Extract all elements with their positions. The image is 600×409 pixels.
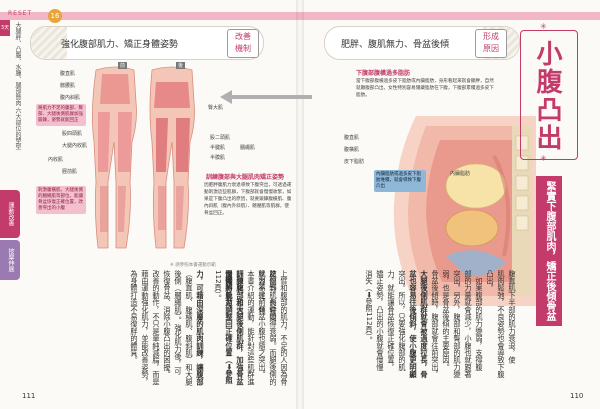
left-page-number: 111 [22, 392, 36, 400]
pink-note-2: 刺激腹橫肌、大腿後側的膕繩肌等部位，能讓骨盆恢復正確位置，改善突出的小腹 [36, 186, 86, 214]
left-col-7: 112頁）。 [214, 270, 223, 302]
right-col-2: 肌肉鬆弛，不良姿勢也會導致下腹 [497, 270, 506, 378]
left-col-13: 藉由運動強化肌力，並能改善姿勢， [141, 270, 150, 386]
back-label: 後 [176, 62, 186, 69]
fat-paragraph: 當下腹部腹橫過多皮下脂肪或內臟脂肪，身形看起來就會顯胖，自然就顯腹部凸出，女性特… [356, 79, 494, 98]
label-inner-thigh: 大腿內收肌 [62, 143, 88, 149]
left-col-8: 力，可藉由深層的肌肉訓練，讓腹部 [196, 270, 205, 386]
cause-tag-line-2: 原因 [483, 44, 499, 53]
label-semitendinosus: 半腱肌 [210, 145, 226, 151]
left-col-11: 恢復骨盆、消除小腹凸出的困擾。 [163, 270, 172, 378]
left-col-10: 後側（膕繩肌）。強化肌力後，可 [174, 270, 183, 375]
label-subcutaneous-fat: 皮下脂肪 [344, 159, 365, 165]
top-ribbon [0, 12, 300, 20]
reset-label: RESET [8, 10, 33, 17]
label-semimembranosus: 半膜肌 [210, 155, 226, 161]
fat-note: 內臟脂肪或過多皮下脂肪堆積，就會導致下腹凸出 [374, 170, 426, 192]
fat-subhead: 下腹部腹橫過多脂肪 [356, 70, 411, 77]
left-col-2: 腹部等肌肉會變得衰弱。而腿後側的肌力不足，骨盆 [258, 270, 278, 386]
training-paragraph: 因肥胖腹肌力衰退導致下腹突出，可透過運動刺激這些肌群，下腹部就會慢慢收緊，如果是… [204, 183, 292, 216]
label-iliopsoas: 髂腰肌 [60, 83, 76, 89]
abdomen-cross-section [393, 116, 536, 306]
banner-stripe [31, 27, 67, 59]
page-title: 小腹凸出 [532, 40, 562, 152]
label-transverse: 腹橫肌 [344, 147, 360, 153]
label-rectus-abdominis: 腹直肌 [344, 135, 360, 141]
left-col-4: 本書介紹的運動，能針對這些肌群進行強化，透過 [236, 270, 256, 386]
tag-line-1: 改善 [235, 32, 251, 41]
right-page-number: 110 [570, 392, 584, 400]
top-ribbon-right [300, 12, 600, 20]
sparkle-icon-top: ✳ [540, 22, 547, 31]
label-tibialis: 脛前肌 [62, 169, 78, 175]
leg-muscle-figure [92, 66, 195, 249]
cause-tag: 形成 原因 [475, 29, 507, 58]
right-col-8: 骨盆後傾時，腹部就會往前突出， [431, 270, 440, 378]
right-col-11: 突出。所以，只要強化腹部的肌 [398, 270, 407, 371]
right-col-10: 盆也容易往後傾斜，使小腹更明顯 [409, 270, 418, 378]
label-adductor: 內收肌 [48, 157, 64, 163]
left-col-5: 訓練腹部和大腿後側肌群，加強骨盆周圍的肌力， [225, 270, 245, 386]
figure-caption: ※ 請參照本書運動示範 [170, 263, 216, 268]
right-col-14: 消失（➡參照112頁）。 [365, 270, 374, 344]
front-label: 前 [118, 62, 128, 69]
label-gluteus: 臀大肌 [208, 105, 224, 111]
left-page: RESET 16 3天 大腿胖、凸腹、水腫、腿部贅肉 六大部位的塑型 運動改善 … [0, 0, 300, 409]
cause-banner: 肥胖、腹肌無力、骨盆後傾 形成 原因 [324, 26, 520, 60]
right-col-13: 矯正姿勢，凸出的小腹就會慢慢 [376, 270, 385, 371]
sparkle-icon-bottom: ✳ [540, 154, 547, 163]
right-col-9: 大腿後側肌群就會被過度拉長，骨 [420, 270, 429, 378]
right-col-1: 腹直肌下半部的肌力衰退，使 [508, 270, 517, 364]
left-col-3: 就容易往前傾，小腹也隨之突出。 [258, 270, 267, 378]
label-quad: 股四頭肌 [62, 131, 83, 137]
chapter-label: 3天 [0, 20, 10, 36]
left-col-9: （腹直肌、腹橫肌、腹斜肌）和大腿 [185, 270, 194, 386]
pink-note-1: 將肌力不足的腹部、臀部、大腿後側肌群加強鍛鍊，姿勢就能回正 [36, 104, 86, 126]
label-visceral-fat: 內臟脂肪 [450, 171, 471, 177]
label-obliques: 腹內斜肌 [60, 95, 81, 101]
tag-line-2: 機制 [235, 44, 251, 53]
right-col-4: 如果腹部的肌力變弱，支撐腹 [475, 270, 484, 371]
title-frame [520, 30, 578, 160]
left-col-1: 上臂和腹部的肌力，不足的人因為骨盆傾斜，長時間 [269, 270, 289, 386]
label-hamstring: 膕繩肌 [240, 145, 256, 151]
left-col-6: 慢慢將骨盆調整回正確位置（➡參照 [225, 270, 234, 385]
right-col-7: 弱，也是骨盆後傾的主要原因。 [442, 270, 451, 371]
left-arrow-icon [220, 90, 312, 104]
side-tab-exercise[interactable]: 運動改善 [0, 190, 20, 238]
cause-tag-line-1: 形成 [483, 32, 499, 41]
step-badge: 16 [48, 9, 62, 23]
page-subtitle: 緊實下腹部肌肉，矯正後傾骨盆 [536, 176, 562, 326]
right-col-3: 凸出。 [486, 270, 495, 292]
mechanism-banner: 強化腹部肌力、矯正身體姿勢 改善 機制 [30, 26, 264, 60]
training-subhead: 訓練腹部與大腿肌肉矯正姿勢 [206, 174, 285, 181]
left-col-12: 改善的動作，不只是單純減脂，而是 [152, 270, 161, 386]
right-body-text: 腹直肌下半部的肌力衰退，使 肌肉鬆弛，不良姿勢也會導致下腹 凸出。 如果腹部的肌… [308, 270, 518, 392]
label-abdominal: 腹直肌 [60, 71, 76, 77]
right-col-12: 力，就能讓骨盆恢復正確位置， [387, 270, 396, 371]
mechanism-tag: 改善 機制 [227, 29, 259, 58]
cause-banner-title: 肥胖、腹肌無力、骨盆後傾 [341, 40, 450, 50]
left-body-text: 上臂和腹部的肌力，不足的人因為骨盆傾斜，長時間 腹部等肌肉會變得衰弱。而腿後側的… [40, 270, 290, 392]
right-page: 肥胖、腹肌無力、骨盆後傾 形成 原因 下腹部腹橫過多脂肪 當下腹部腹橫過多皮下脂… [300, 0, 600, 409]
right-col-6: 突出。另外，腹部和臀部的肌力變 [453, 270, 462, 378]
right-col-5: 部的力量就會減少，小腹也就跟著 [464, 270, 473, 378]
vertical-book-title: 大腿胖、凸腹、水腫、腿部贅肉 六大部位的塑型 [14, 22, 21, 150]
left-col-14: 為身體打造不易復胖的體質。 [130, 270, 139, 364]
label-biceps-femoris: 股二頭肌 [210, 135, 231, 141]
book-spine [296, 0, 304, 409]
banner-title: 強化腹部肌力、矯正身體姿勢 [61, 40, 179, 50]
side-tab-massage[interactable]: 按摩伸展 [0, 240, 20, 280]
